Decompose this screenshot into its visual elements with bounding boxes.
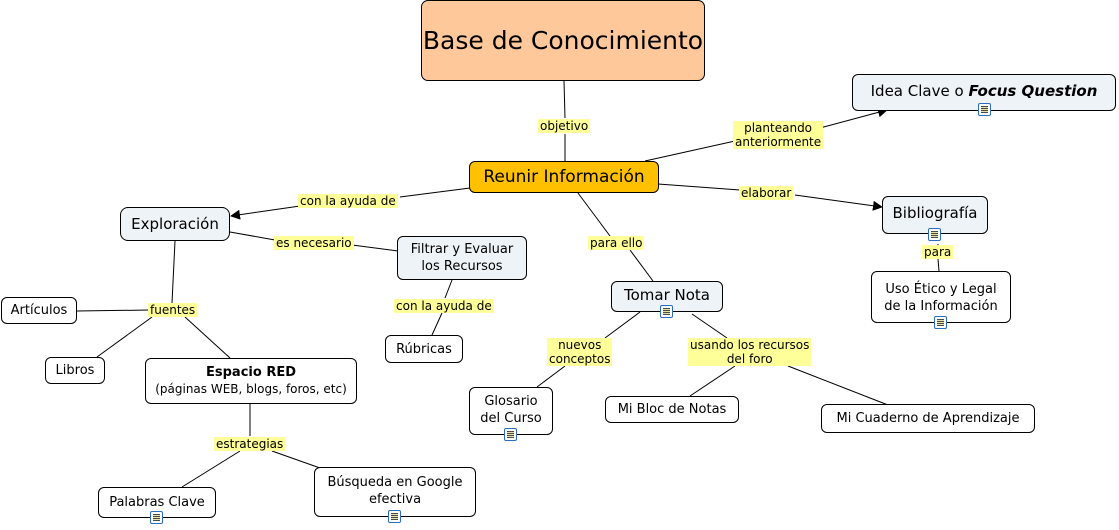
node-base-de-conocimiento[interactable]: Base de Conocimiento [421,0,705,81]
link-text: con la ayuda de [300,194,396,208]
link-text: es necesario [276,236,352,250]
node-label-line1: Uso Ético y Legal [885,282,997,297]
node-label-wrap: Idea Clave o Focus Question [871,82,1098,100]
node-label-line2: del Curso [480,411,542,426]
edge-conayuda-rubricas [431,312,443,336]
node-label: Rúbricas [396,341,452,357]
edge-fuentes-libros [96,316,153,358]
node-reunir-informacion[interactable]: Reunir Información [469,161,659,193]
link-label-fuentes: fuentes [148,303,198,317]
edge-esnecesario-filtrar [351,244,399,252]
edge-reunir-planteando [644,140,736,162]
link-text: fuentes [150,303,196,317]
edge-fuentes-articulos [76,309,151,312]
node-label: Libros [55,363,95,378]
node-uso-etico-legal[interactable]: Uso Ético y Legal de la Información [871,271,1011,323]
edge-fuentes-espacio [184,316,231,359]
node-libros[interactable]: Libros [45,357,105,384]
edge-nuevos-glosario [536,365,566,388]
edge-exploracion-esnecesario [229,231,276,241]
node-label: Artículos [10,303,68,318]
node-mi-cuaderno[interactable]: Mi Cuaderno de Aprendizaje [821,404,1035,433]
link-label-nuevos-conceptos: nuevos conceptos [547,338,613,366]
edge-planteando-idea [819,107,888,129]
edge-estrategias-palabras [181,450,241,488]
node-label: Bibliografía [892,204,978,222]
document-icon[interactable] [660,305,673,318]
node-label-line1: Glosario [484,394,538,409]
link-text-line1: nuevos [558,338,602,352]
node-filtrar-evaluar[interactable]: Filtrar y Evaluar los Recursos [397,236,527,280]
edge-elaborar-biblio [794,194,883,211]
node-label: Palabras Clave [109,495,205,510]
node-label: Reunir Información [483,167,645,187]
node-glosario[interactable]: Glosario del Curso [469,387,553,435]
link-label-para-ello: para ello [588,236,645,250]
link-label-estrategias: estrategias [214,437,286,451]
edge-conayuda-exploracion [230,205,301,220]
node-label-line1: Búsqueda en Google [327,475,463,490]
edge-paraello-tomarnota [629,249,654,282]
link-label-usando-recursos: usando los recursos del foro [688,338,812,366]
node-label-subtitle: (páginas WEB, blogs, foros, etc) [155,382,347,396]
link-label-planteando: planteando anteriormente [733,121,824,149]
link-text: objetivo [540,119,589,133]
node-label-title: Espacio RED [206,365,296,380]
edge-reunir-conayuda [399,187,471,198]
node-label: Base de Conocimiento [422,25,704,55]
edge-usando-bloc [689,365,736,397]
node-bibliografia[interactable]: Bibliografía [882,196,988,234]
document-icon[interactable] [150,511,163,524]
link-text-line2: anteriormente [735,135,822,149]
edge-tomarnota-nuevos [604,311,641,339]
node-label-emphasis: Focus Question [968,82,1098,100]
node-label-prefix: Idea Clave o [870,82,964,100]
node-idea-clave[interactable]: Idea Clave o Focus Question [852,74,1116,111]
node-mi-bloc-de-notas[interactable]: Mi Bloc de Notas [605,396,739,423]
edge-usando-cuaderno [787,365,889,406]
node-busqueda-google[interactable]: Búsqueda en Google efectiva [314,467,476,517]
edge-filtrar-conayuda [444,279,453,299]
link-label-para: para [922,245,954,259]
node-label: Exploración [131,214,219,233]
edge-reunir-elaborar [657,183,741,191]
link-label-elaborar: elaborar [739,186,794,200]
document-icon[interactable] [978,103,991,116]
edge-para-uso [937,258,940,272]
link-text: con la ayuda de [396,299,492,313]
link-text-line1: usando los recursos [690,338,810,352]
document-icon[interactable] [928,228,941,241]
link-text-line1: planteando [744,121,813,135]
document-icon[interactable] [388,510,401,523]
link-label-objetivo: objetivo [538,119,591,133]
edge-reunir-paraello [577,192,611,237]
node-espacio-red[interactable]: Espacio RED (páginas WEB, blogs, foros, … [145,358,357,404]
link-label-con-la-ayuda-de: con la ayuda de [298,194,398,208]
edge-exploracion-fuentes [171,240,176,304]
edge-tomarnota-usando [691,313,728,339]
node-label: Tomar Nota [623,286,710,304]
link-text-line2: del foro [726,352,773,366]
link-text: elaborar [741,186,792,200]
document-icon[interactable] [934,316,947,329]
node-rubricas[interactable]: Rúbricas [385,335,463,363]
document-icon[interactable] [504,428,517,441]
node-exploracion[interactable]: Exploración [120,207,230,241]
node-articulos[interactable]: Artículos [1,297,77,324]
link-text: estrategias [216,437,284,451]
edge-base-objetivo [563,80,566,119]
edge-estrategias-busqueda [271,450,321,469]
node-label-line2: de la Información [884,299,998,314]
node-label-line2: los Recursos [421,259,503,274]
node-label-line2: efectiva [368,492,422,507]
link-label-con-la-ayuda-de-2: con la ayuda de [394,299,494,313]
link-text: para ello [590,236,643,250]
link-text: para [924,245,952,259]
link-label-es-necesario: es necesario [274,236,354,250]
node-label: Mi Cuaderno de Aprendizaje [836,411,1020,426]
node-label-line1: Filtrar y Evaluar [410,242,514,257]
link-text-line2: conceptos [549,352,611,366]
node-label: Mi Bloc de Notas [617,402,727,417]
